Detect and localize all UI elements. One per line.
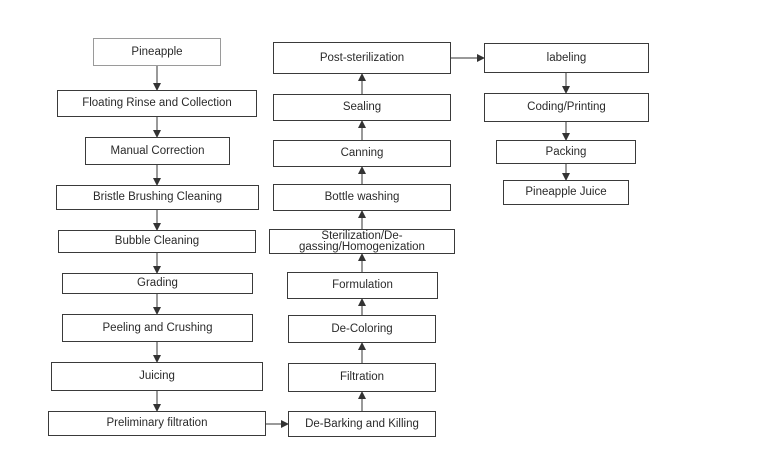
step-peeling-crushing: Peeling and Crushing <box>62 314 253 342</box>
step-floating-rinse: Floating Rinse and Collection <box>57 90 257 117</box>
step-bristle-brushing: Bristle Brushing Cleaning <box>56 185 259 210</box>
step-filtration: Filtration <box>288 363 436 392</box>
step-labeling: labeling <box>484 43 649 73</box>
step-grading: Grading <box>62 273 253 294</box>
step-sealing: Sealing <box>273 94 451 121</box>
step-sterilization: Sterilization/De-gassing/Homogenization <box>269 229 455 254</box>
step-de-coloring: De-Coloring <box>288 315 436 343</box>
step-de-barking: De-Barking and Killing <box>288 411 436 437</box>
step-juicing: Juicing <box>51 362 263 391</box>
step-bottle-washing: Bottle washing <box>273 184 451 211</box>
step-canning: Canning <box>273 140 451 167</box>
step-coding-printing: Coding/Printing <box>484 93 649 122</box>
step-packing: Packing <box>496 140 636 164</box>
step-bubble-cleaning: Bubble Cleaning <box>58 230 256 253</box>
step-manual-correction: Manual Correction <box>85 137 230 165</box>
step-preliminary-filtration: Preliminary filtration <box>48 411 266 436</box>
step-pineapple: Pineapple <box>93 38 221 66</box>
step-pineapple-juice: Pineapple Juice <box>503 180 629 205</box>
step-post-sterilization: Post-sterilization <box>273 42 451 74</box>
step-formulation: Formulation <box>287 272 438 299</box>
